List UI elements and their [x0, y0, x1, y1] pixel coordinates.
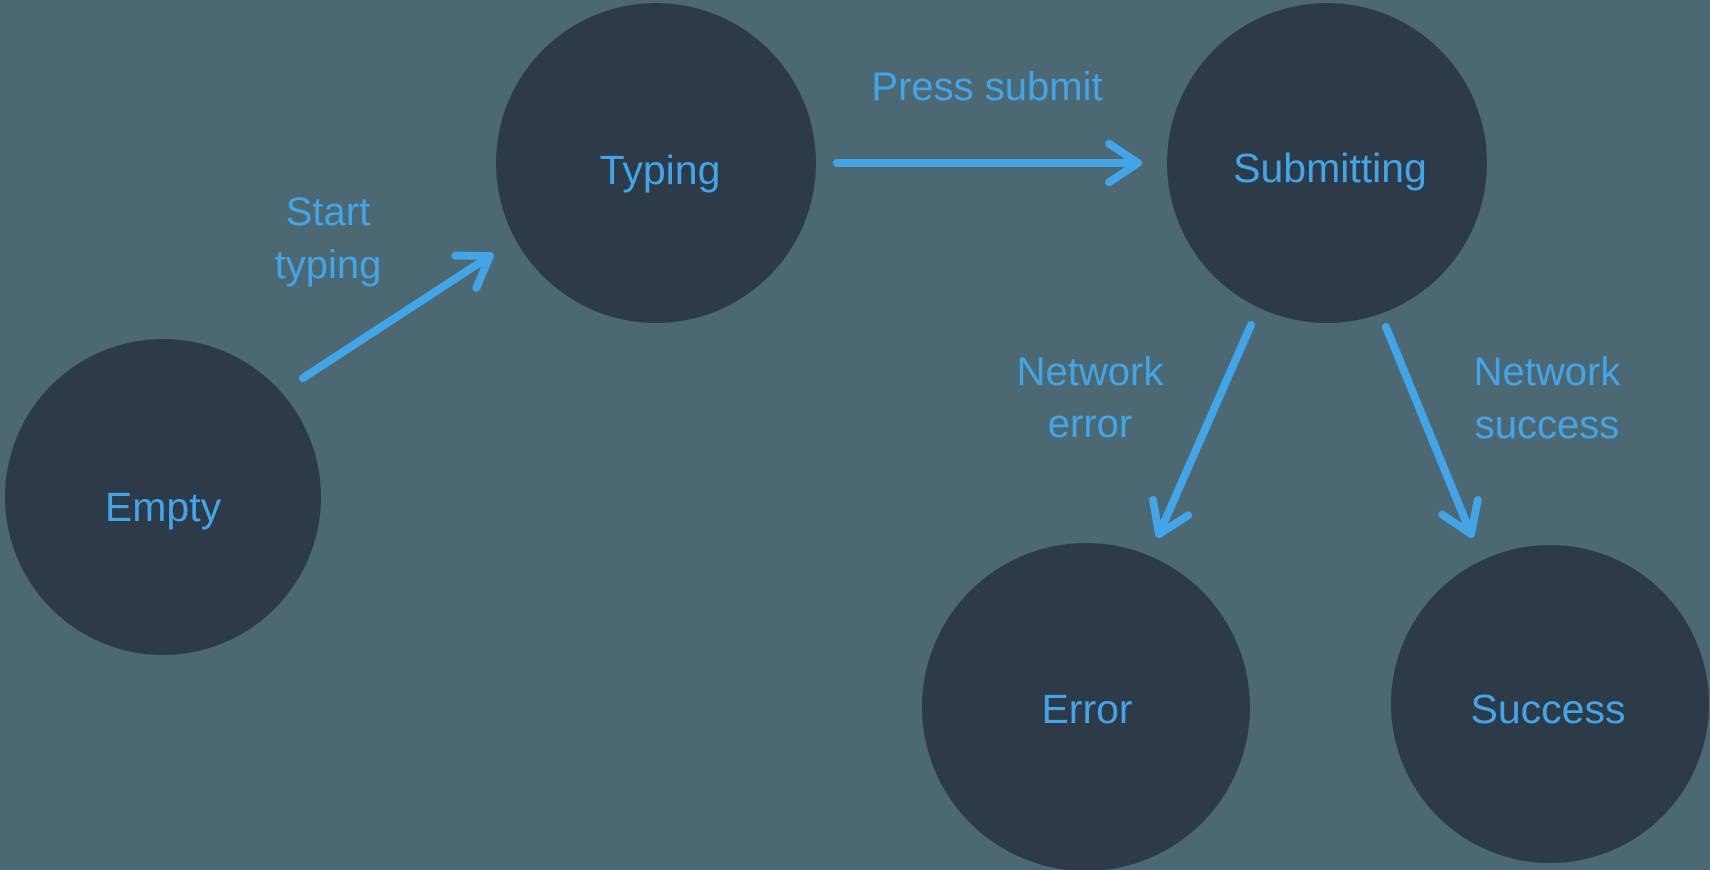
edge-label-network-error-line1: Network: [1017, 350, 1165, 394]
edge-label-network-success-line2: success: [1475, 403, 1620, 447]
state-node-success: [1391, 545, 1709, 863]
state-node-error: [922, 543, 1250, 870]
edge-label-start-typing-line2: typing: [275, 243, 382, 287]
edge-arrow-network-success: [1382, 323, 1482, 538]
edge-label-press-submit: Press submit: [871, 65, 1102, 109]
state-label-error: Error: [1041, 686, 1132, 732]
state-node-typing: [496, 3, 816, 323]
edge-label-network-success: Network success: [1474, 350, 1622, 447]
state-label-typing: Typing: [600, 147, 721, 193]
edge-label-network-error-line2: error: [1048, 402, 1132, 446]
edge-label-network-success-line1: Network: [1474, 350, 1622, 394]
state-label-success: Success: [1471, 686, 1626, 732]
edge-arrow-start-typing: [299, 251, 494, 382]
edge-arrow-network-error: [1149, 321, 1255, 538]
state-node-empty: [5, 339, 321, 655]
edge-label-network-error: Network error: [1017, 350, 1165, 446]
state-label-submitting: Submitting: [1233, 145, 1427, 191]
state-label-empty: Empty: [105, 484, 222, 530]
edge-label-press-submit-line1: Press submit: [871, 65, 1102, 109]
edge-label-start-typing: Start typing: [275, 190, 382, 287]
edge-label-start-typing-line1: Start: [286, 190, 370, 234]
state-node-submitting: [1167, 3, 1487, 323]
